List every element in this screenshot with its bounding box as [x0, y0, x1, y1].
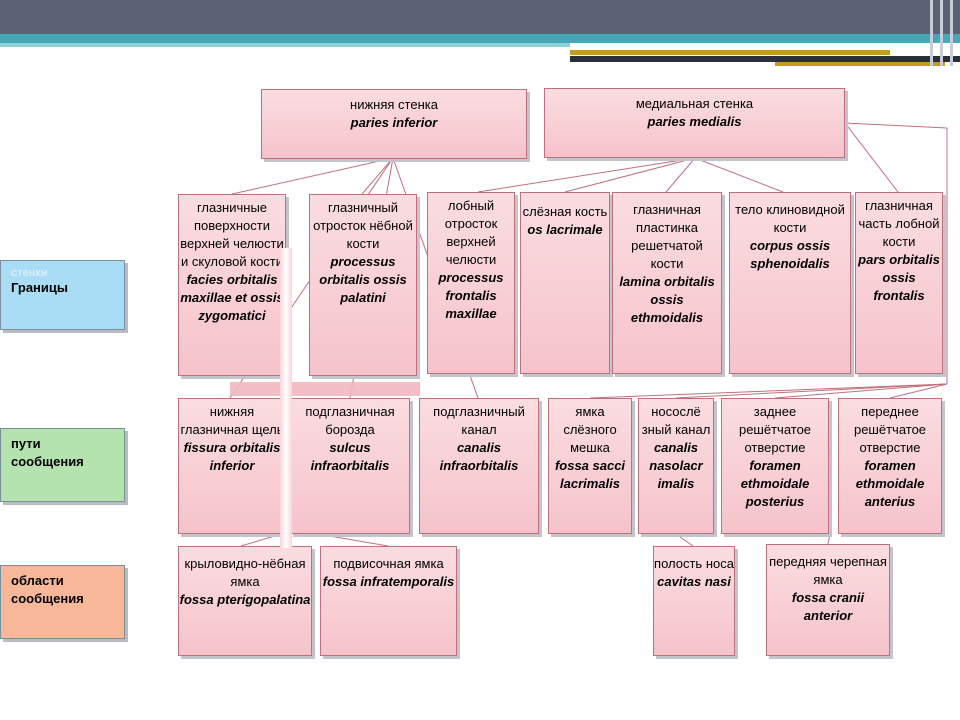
- bone-box: лобный отросток верхней челюсти processu…: [427, 192, 515, 374]
- bone-box: глазничная пластинка решетчатой кости la…: [612, 192, 722, 374]
- area-ru: передняя черепная ямка: [769, 554, 887, 587]
- wall-medial-la: paries medialis: [647, 114, 742, 129]
- bone-ru: глазничная пластинка решетчатой кости: [631, 202, 703, 271]
- header-accent-light-teal: [0, 43, 570, 47]
- bone-ru: глазничная часть лобной кости: [858, 198, 940, 249]
- bone-la: os lacrimale: [527, 222, 603, 237]
- label-borders-text: Границы: [11, 280, 68, 295]
- label-areas: области сообщения: [0, 565, 125, 639]
- path-box: заднее решётчатое отверстие foramen ethm…: [721, 398, 829, 534]
- area-la: cavitas nasi: [657, 574, 731, 589]
- path-box: носослё зный канал canalis nasolacr imal…: [638, 398, 714, 534]
- path-ru: нижняя глазничная щель: [180, 404, 284, 437]
- bone-la: processus orbitalis ossis palatini: [319, 254, 407, 305]
- path-ru: переднее решётчатое отверстие: [853, 404, 927, 455]
- area-box: полость носа cavitas nasi: [653, 546, 735, 656]
- bone-ru: глазничные поверхности верхней челюсти и…: [180, 200, 284, 269]
- path-ru: подглазничная борозда: [305, 404, 395, 437]
- path-box: подглазничная борозда sulcus infraorbita…: [290, 398, 410, 534]
- wall-inferior: нижняя стенка paries inferior: [261, 89, 527, 159]
- header-stripe: [950, 0, 953, 66]
- path-ru: носослё зный канал: [641, 404, 711, 437]
- wall-inferior-la: paries inferior: [350, 115, 438, 130]
- path-la: sulcus infraorbitalis: [310, 440, 390, 473]
- path-ru: ямка слёзного мешка: [563, 404, 617, 455]
- path-ru: подглазничный канал: [433, 404, 525, 437]
- path-box: переднее решётчатое отверстие foramen et…: [838, 398, 942, 534]
- area-box: подвисочная ямка fossa infratemporalis: [320, 546, 457, 656]
- label-areas-text: области сообщения: [11, 573, 84, 606]
- area-la: fossa cranii anterior: [791, 590, 865, 623]
- path-box: подглазничный канал canalis infraorbital…: [419, 398, 539, 534]
- bone-ru: глазничный отросток нёбной кости: [313, 200, 413, 251]
- bone-box: глазничный отросток нёбной кости process…: [309, 194, 417, 376]
- wall-medial-ru: медиальная стенка: [635, 96, 754, 111]
- header-accent-gold: [570, 50, 890, 55]
- arrow-base-band: [230, 382, 420, 396]
- area-ru: крыловидно-нёбная ямка: [184, 556, 306, 589]
- label-borders: стенки Границы: [0, 260, 125, 330]
- path-la: foramen ethmoidale anterius: [855, 458, 925, 509]
- area-ru: полость носа: [654, 556, 734, 571]
- path-la: foramen ethmoidale posterius: [740, 458, 810, 509]
- wall-inferior-ru: нижняя стенка: [350, 97, 438, 112]
- bone-la: lamina orbitalis ossis ethmoidalis: [619, 274, 715, 325]
- label-paths-text: пути сообщения: [11, 436, 84, 469]
- area-la: fossa pterigopalatina: [179, 592, 311, 607]
- bone-la: pars orbitalis ossis frontalis: [858, 252, 940, 303]
- bone-ru: тело клиновидной кости: [735, 202, 845, 235]
- header-stripe: [940, 0, 943, 66]
- bone-la: corpus ossis sphenoidalis: [749, 238, 831, 271]
- area-ru: подвисочная ямка: [333, 556, 444, 571]
- header-accent-gold-lower: [775, 62, 945, 66]
- path-la: fossa sacci lacrimalis: [554, 458, 626, 491]
- path-ru: заднее решётчатое отверстие: [738, 404, 812, 455]
- header-accent-teal: [0, 34, 960, 43]
- bone-box: тело клиновидной кости corpus ossis sphe…: [729, 192, 851, 374]
- bone-la: processus frontalis maxillae: [438, 270, 504, 321]
- bone-ru: слёзная кость: [522, 204, 608, 219]
- bone-box: глазничная часть лобной кости pars orbit…: [855, 192, 943, 374]
- path-la: canalis nasolacr imalis: [649, 440, 703, 491]
- label-paths: пути сообщения: [0, 428, 125, 502]
- slide-header-bar: [0, 0, 960, 34]
- area-la: fossa infratemporalis: [322, 574, 455, 589]
- path-la: canalis infraorbitalis: [439, 440, 519, 473]
- area-box: крыловидно-нёбная ямка fossa pterigopala…: [178, 546, 312, 656]
- vertical-arrow: [280, 248, 292, 548]
- path-box: ямка слёзного мешка fossa sacci lacrimal…: [548, 398, 632, 534]
- bone-box: слёзная кость os lacrimale: [520, 192, 610, 374]
- path-box: нижняя глазничная щель fissura orbitalis…: [178, 398, 286, 534]
- area-box: передняя черепная ямка fossa cranii ante…: [766, 544, 890, 656]
- header-accent-dark: [570, 56, 960, 62]
- path-la: fissura orbitalis inferior: [183, 440, 281, 473]
- bone-box: глазничные поверхности верхней челюсти и…: [178, 194, 286, 376]
- header-stripe: [930, 0, 933, 66]
- bone-ru: лобный отросток верхней челюсти: [444, 198, 498, 267]
- label-borders-ghost: стенки: [11, 267, 48, 279]
- wall-medial: медиальная стенка paries medialis: [544, 88, 845, 158]
- bone-la: facies orbitalis maxillae et ossis zygom…: [180, 272, 284, 323]
